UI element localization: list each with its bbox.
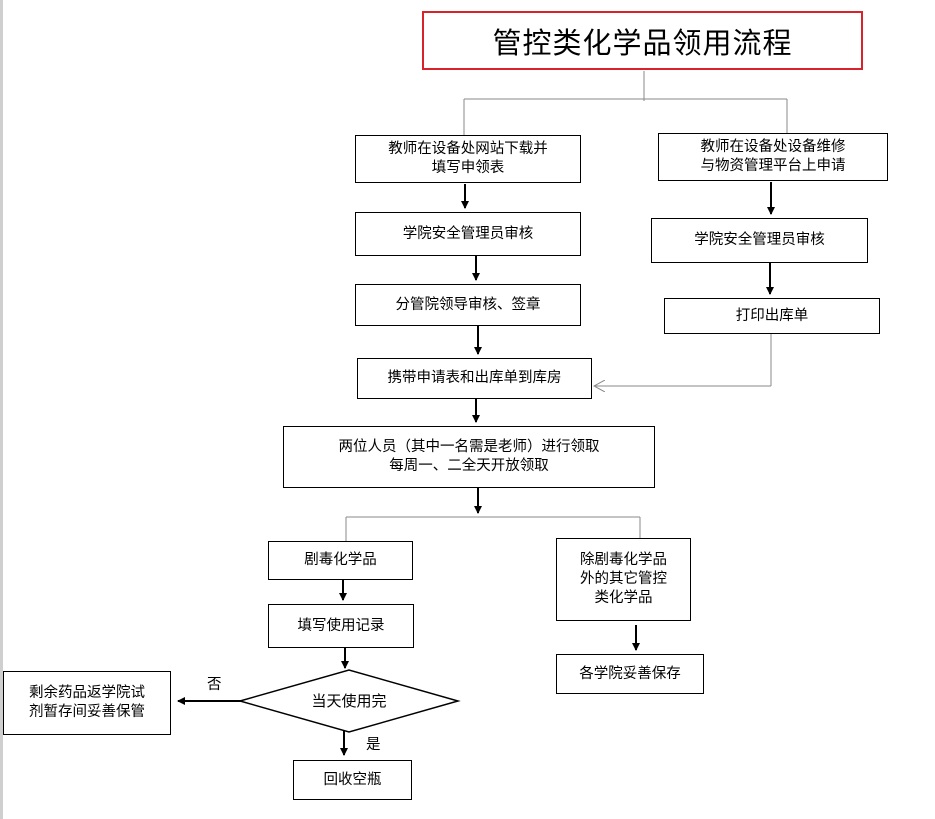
merge-step-go-to-storeroom-text: 携带申请表和出库单到库房 — [387, 370, 562, 386]
right-step-online-apply: 教师在设备处设备维修 与物资管理平台上申请 — [658, 133, 888, 181]
collect-step: 两位人员（其中一名需是老师）进行领取 每周一、二全天开放领取 — [283, 426, 655, 488]
college-storage-box: 各学院妥善保存 — [556, 654, 704, 694]
college-storage-text: 各学院妥善保存 — [579, 665, 681, 682]
left-step-admin-review: 学院安全管理员审核 — [355, 212, 581, 256]
category-split-connector — [345, 516, 641, 541]
right-to-merge-connector — [594, 334, 772, 386]
right-step-admin-review: 学院安全管理员审核 — [651, 218, 868, 263]
left-step-leader-review: 分管院领导审核、签章 — [355, 284, 581, 326]
collect-step-text: 两位人员（其中一名需是老师）进行领取 每周一、二全天开放领取 — [338, 439, 600, 474]
flow-title-text: 管控类化学品领用流程 — [492, 25, 793, 60]
other-controlled-chemicals-text: 除剧毒化学品 外的其它管控 类化学品 — [580, 552, 667, 606]
decision-diamond — [237, 669, 461, 733]
left-step-admin-review-text: 学院安全管理员审核 — [402, 225, 534, 242]
top-split-connector — [463, 71, 788, 135]
decision-no-label: 否 — [207, 677, 222, 693]
recycle-empty-bottle-box: 回收空瓶 — [293, 760, 412, 800]
toxic-chemicals-label: 剧毒化学品 — [304, 552, 377, 568]
merge-step-go-to-storeroom: 携带申请表和出库单到库房 — [357, 358, 592, 399]
page-left-border — [0, 0, 3, 819]
decision-yes-label: 是 — [366, 737, 381, 753]
toxic-chemicals-box: 剧毒化学品 — [268, 541, 413, 580]
right-step-print-slip-text: 打印出库单 — [735, 307, 809, 324]
recycle-empty-bottle-text: 回收空瓶 — [323, 771, 382, 788]
return-leftover-box: 剩余药品返学院试 剂暂存间妥善保管 — [3, 671, 171, 735]
fill-usage-record-text: 填写使用记录 — [297, 617, 385, 634]
right-step-online-apply-text: 教师在设备处设备维修 与物资管理平台上申请 — [700, 139, 846, 174]
right-step-admin-review-text: 学院安全管理员审核 — [694, 232, 825, 248]
right-step-print-slip: 打印出库单 — [664, 298, 880, 334]
left-step-download-form: 教师在设备处网站下载并 填写申领表 — [355, 135, 581, 183]
left-step-leader-review-text: 分管院领导审核、签章 — [395, 296, 541, 313]
flow-title: 管控类化学品领用流程 — [422, 11, 863, 70]
fill-usage-record-box: 填写使用记录 — [268, 604, 414, 648]
decision-text: 当天使用完 — [311, 691, 387, 710]
return-leftover-text: 剩余药品返学院试 剂暂存间妥善保管 — [29, 685, 145, 720]
left-step-download-form-text: 教师在设备处网站下载并 填写申领表 — [388, 141, 548, 176]
other-controlled-chemicals-box: 除剧毒化学品 外的其它管控 类化学品 — [556, 538, 691, 621]
